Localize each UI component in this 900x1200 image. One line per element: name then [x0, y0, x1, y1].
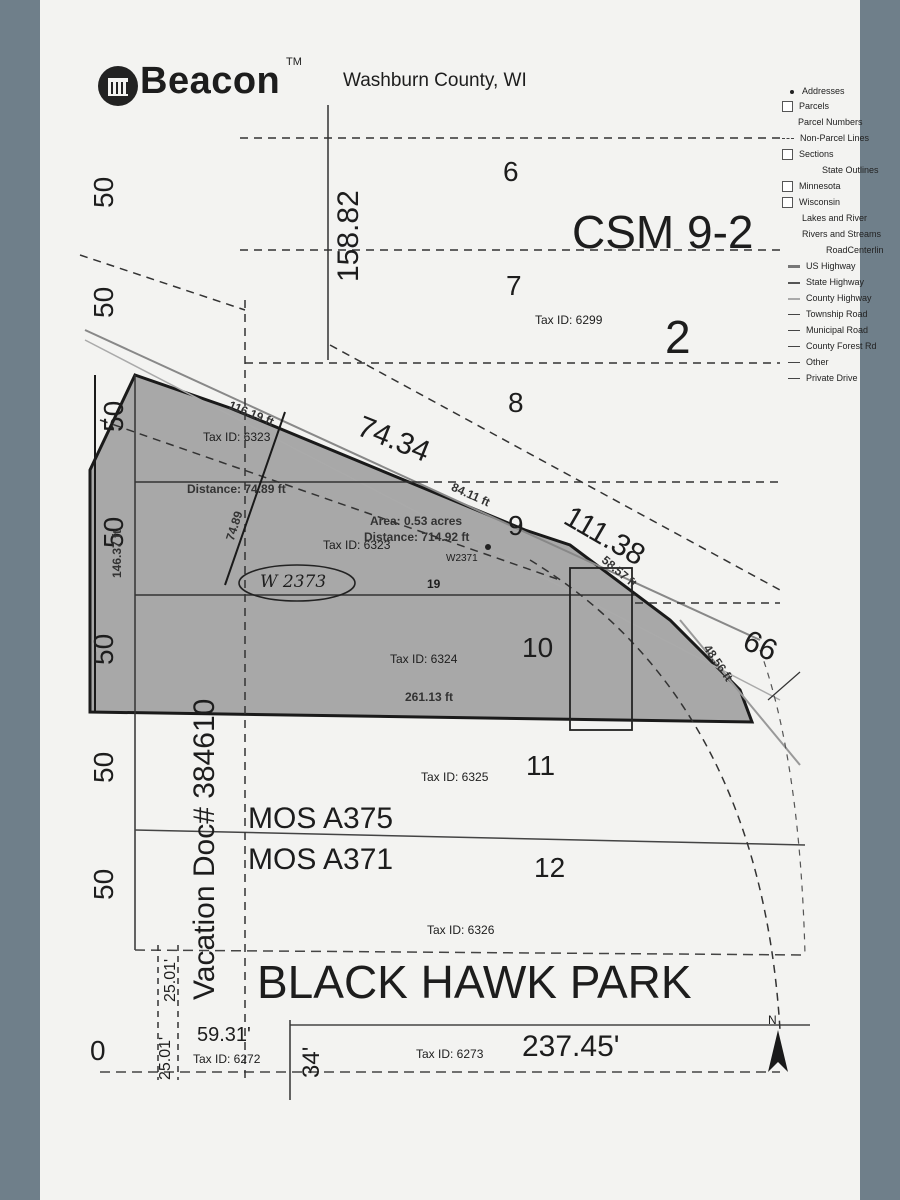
- mos-a375-label: MOS A375: [248, 802, 394, 835]
- lot-number: 9: [508, 510, 524, 541]
- lot-width-label: 50: [88, 751, 119, 783]
- lot-width-label: 50: [88, 176, 119, 208]
- thin-line-icon: [788, 346, 800, 348]
- legend-rivers: Rivers and Streams: [802, 229, 882, 239]
- distance-measure-1: Distance: 74.89 ft: [187, 482, 286, 496]
- dimension-146: 146.37 ft: [110, 529, 124, 578]
- square-icon: [782, 101, 793, 113]
- tax-id-label: Tax ID: 6324: [390, 652, 458, 666]
- dimension-25-01-a: 25.01': [157, 1036, 174, 1080]
- legend-roadcenterline: RoadCenterlin: [826, 245, 884, 255]
- trademark-mark: TM: [286, 56, 302, 68]
- lot-number: 6: [503, 156, 519, 187]
- thin-line-icon: [788, 378, 800, 380]
- thin-line-icon: [788, 362, 800, 364]
- scanned-map-sheet: Beacon TM Washburn County, WI Addresses …: [40, 0, 884, 1200]
- legend-parcel-numbers: Parcel Numbers: [798, 117, 863, 127]
- dashed-line-icon: [782, 138, 794, 140]
- legend-private-drive: Private Drive: [788, 373, 858, 383]
- block-number: 2: [665, 311, 691, 363]
- dimension-59-31: 59.31': [197, 1024, 251, 1046]
- dot-icon: [790, 89, 794, 94]
- legend-township-road: Township Road: [788, 309, 868, 319]
- legend-county-forest-rd: County Forest Rd: [788, 341, 877, 351]
- dimension-158: 158.82: [332, 190, 365, 282]
- legend-lakes: Lakes and River: [802, 213, 868, 223]
- vacation-doc-label: Vacation Doc# 384610: [188, 698, 221, 1000]
- lot-number: 12: [534, 852, 566, 883]
- lot-width-label: 50: [88, 286, 119, 318]
- county-name: Washburn County, WI: [343, 70, 527, 91]
- lot-number: 8: [508, 387, 524, 418]
- selected-parcel-shape: [88, 373, 755, 724]
- dimension-34: 34': [298, 1046, 325, 1078]
- parcel-area: Area: 0.53 acres: [370, 514, 463, 528]
- dimension-237-45: 237.45': [522, 1030, 620, 1063]
- capitol-dome-icon: [98, 66, 138, 106]
- tax-id-label: Tax ID: 6323: [203, 430, 271, 444]
- legend-state-outlines: State Outlines: [822, 165, 879, 175]
- tax-id-label: Tax ID: 6299: [535, 313, 603, 327]
- lot-width-label: 50: [98, 400, 129, 432]
- legend-state-highway: State Highway: [788, 277, 864, 287]
- tax-id-label: Tax ID: 6325: [421, 770, 489, 784]
- square-icon: [782, 149, 793, 161]
- legend-county-highway: County Highway: [788, 293, 872, 303]
- medium-line-icon: [788, 281, 800, 284]
- legend-non-parcel-lines: Non-Parcel Lines: [782, 133, 869, 143]
- legend-minnesota: Minnesota: [782, 181, 841, 193]
- legend-sections: Sections: [782, 149, 834, 161]
- thin-line-icon: [788, 330, 800, 332]
- handwritten-address-circle: [238, 564, 356, 602]
- square-icon: [782, 181, 793, 193]
- legend-addresses: Addresses: [788, 86, 845, 96]
- square-icon: [782, 197, 793, 209]
- tax-id-label: Tax ID: 6323: [323, 538, 391, 552]
- left-zero-label: 0: [90, 1035, 106, 1066]
- address-label: W2371: [446, 553, 478, 564]
- dimension-25-01-b: 25.01': [162, 958, 179, 1002]
- north-label: N: [768, 1013, 777, 1027]
- lot-width-label: 50: [88, 633, 119, 665]
- lot-number: 11: [526, 750, 556, 781]
- tax-id-label: Tax ID: 6272: [193, 1052, 261, 1066]
- parcel-map-drawing: [79, 66, 810, 1100]
- legend-wisconsin: Wisconsin: [782, 197, 840, 209]
- mos-a371-label: MOS A371: [248, 843, 394, 876]
- lot-width-label: 50: [88, 868, 119, 900]
- distance-measure-2: Distance: 714.92 ft: [364, 530, 470, 544]
- lot-19-label: 19: [427, 577, 441, 591]
- map-legend: Addresses Parcels Parcel Numbers Non-Par…: [782, 86, 884, 396]
- legend-other: Other: [788, 357, 829, 367]
- tax-id-label: Tax ID: 6273: [416, 1047, 484, 1061]
- gray-line-icon: [788, 297, 800, 300]
- handwritten-address: W 2373: [260, 572, 327, 592]
- lot-number: 10: [522, 632, 554, 663]
- thick-line-icon: [788, 265, 800, 269]
- north-arrow-icon: [768, 1030, 788, 1072]
- brand-name: Beacon: [140, 60, 281, 102]
- csm-label: CSM 9-2: [572, 206, 754, 258]
- dimension-261: 261.13 ft: [405, 690, 454, 704]
- thin-line-icon: [788, 314, 800, 316]
- tax-id-label: Tax ID: 6326: [427, 923, 495, 937]
- legend-municipal-road: Municipal Road: [788, 325, 868, 335]
- park-name: BLACK HAWK PARK: [257, 956, 692, 1008]
- lot-number: 7: [506, 270, 522, 301]
- legend-parcels: Parcels: [782, 101, 829, 113]
- legend-us-highway: US Highway: [788, 261, 856, 271]
